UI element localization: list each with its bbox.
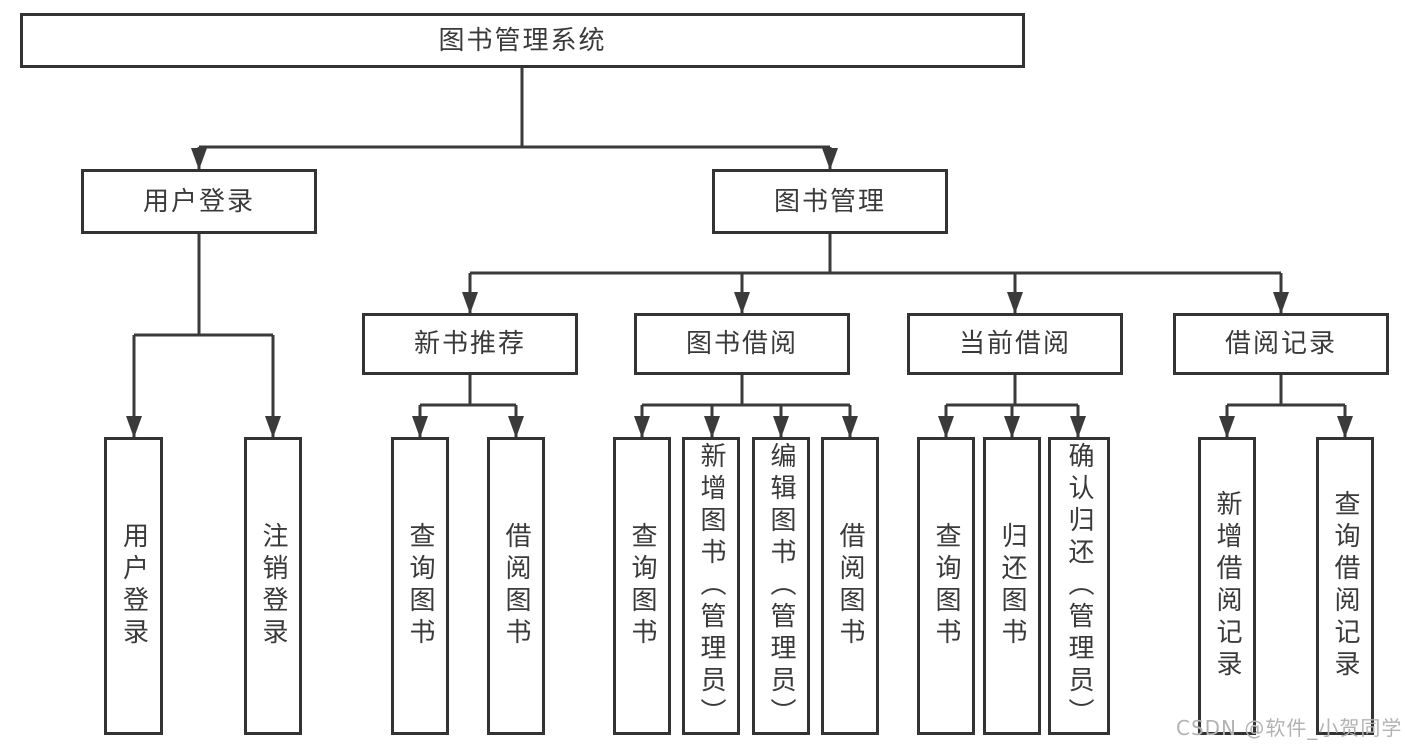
node-label: 编辑图书（管理员） (766, 442, 796, 730)
node-logout: 注销登录 (244, 437, 302, 735)
node-user-login-branch: 用户登录 (81, 169, 317, 234)
node-label: 查询图书 (627, 522, 657, 650)
node-label: 确认归还（管理员） (1064, 442, 1094, 730)
node-borrow-records: 借阅记录 (1173, 313, 1389, 375)
node-label: 用户登录 (142, 186, 255, 217)
node-label: 查询图书 (405, 522, 435, 650)
node-cb-confirm-return-admin: 确认归还（管理员） (1048, 437, 1110, 735)
node-new-book-recommend: 新书推荐 (362, 313, 578, 375)
node-current-borrow: 当前借阅 (907, 313, 1123, 375)
node-bb-edit-books-admin: 编辑图书（管理员） (752, 437, 810, 735)
node-label: 借阅图书 (501, 522, 531, 650)
node-bb-query-books: 查询图书 (613, 437, 671, 735)
node-cb-query-books: 查询图书 (917, 437, 975, 735)
node-book-management: 图书管理 (712, 169, 948, 234)
node-label: 图书借阅 (685, 329, 798, 359)
node-label: 注销登录 (258, 522, 288, 650)
node-label: 借阅记录 (1224, 329, 1337, 359)
node-label: 新书推荐 (413, 329, 526, 359)
node-root-library-system: 图书管理系统 (20, 13, 1025, 68)
node-br-query-record: 查询借阅记录 (1316, 437, 1374, 735)
node-cb-return-books: 归还图书 (983, 437, 1041, 735)
node-bb-add-books-admin: 新增图书（管理员） (682, 437, 740, 735)
node-br-add-record: 新增借阅记录 (1198, 437, 1256, 735)
node-label: 查询借阅记录 (1330, 490, 1360, 682)
node-nb-query-books: 查询图书 (391, 437, 449, 735)
node-label: 图书管理 (773, 186, 886, 217)
node-label: 新增图书（管理员） (696, 442, 726, 730)
node-label: 借阅图书 (835, 522, 865, 650)
node-label: 用户登录 (118, 522, 149, 650)
node-book-borrow: 图书借阅 (634, 313, 850, 375)
csdn-watermark: CSDN @软件_小贺同学 (1176, 716, 1403, 740)
node-root-label: 图书管理系统 (438, 25, 607, 56)
node-nb-borrow-books: 借阅图书 (487, 437, 545, 735)
node-label: 查询图书 (931, 522, 961, 650)
node-user-login: 用户登录 (104, 437, 163, 735)
node-label: 新增借阅记录 (1212, 490, 1242, 682)
node-bb-borrow-books: 借阅图书 (821, 437, 879, 735)
node-label: 当前借阅 (958, 329, 1071, 359)
node-label: 归还图书 (997, 522, 1027, 650)
